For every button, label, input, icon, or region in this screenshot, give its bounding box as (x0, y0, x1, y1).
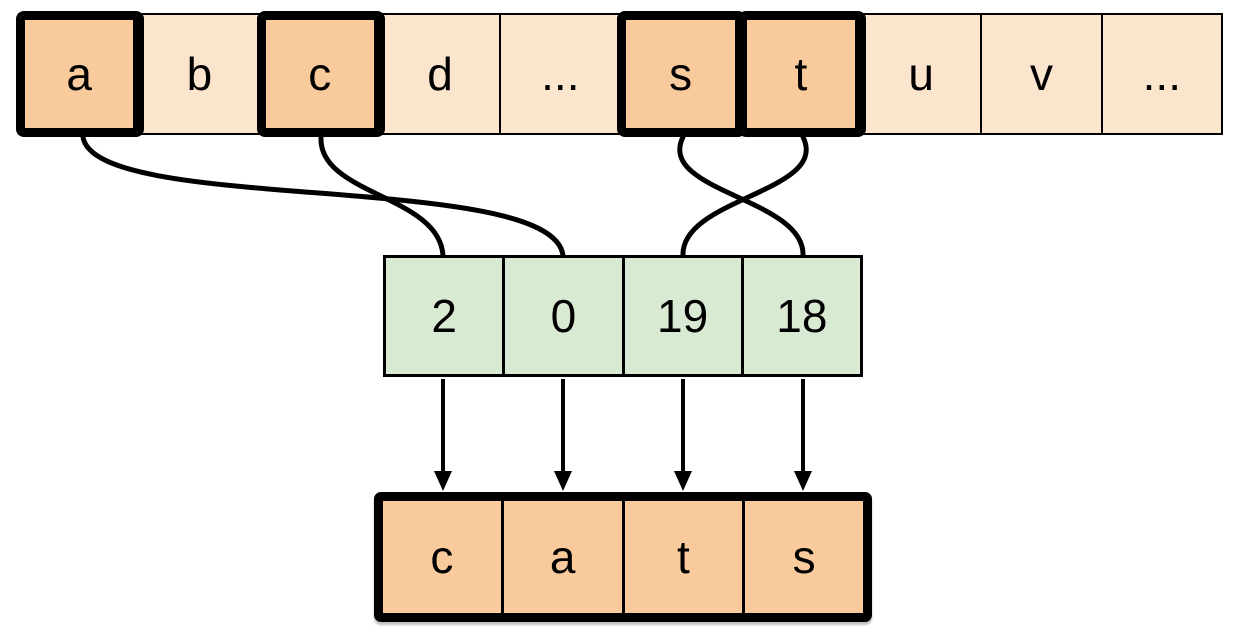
result-cell-letter: t (676, 531, 690, 583)
result-cell-2: t (624, 501, 746, 613)
index-cell-1: 0 (505, 258, 625, 374)
alphabet-cell-ellipsis-2: ... (1102, 15, 1221, 133)
result-cell-0: c (383, 501, 504, 613)
alphabet-cell-a: a (20, 15, 141, 133)
alphabet-cell-ellipsis-1: ... (501, 15, 622, 133)
alphabet-cell-b: b (140, 15, 261, 133)
alphabet-cell-label: u (908, 48, 935, 100)
index-cell-3: 18 (743, 258, 860, 374)
alphabet-cell-u: u (862, 15, 983, 133)
arrow-index-3-to-result-3 (794, 379, 812, 491)
alphabet-cell-d: d (380, 15, 502, 133)
result-cell-letter: c (430, 531, 454, 583)
arrow-index-0-to-result-0 (434, 379, 452, 491)
alphabet-cell-label: a (66, 48, 92, 100)
curve-t-to-index-19 (680, 134, 809, 259)
alphabet-cell-v: v (982, 15, 1103, 133)
alphabet-cell-c: c (260, 15, 381, 133)
alphabet-cell-label: c (308, 48, 332, 100)
result-cell-1: a (503, 501, 625, 613)
alphabet-cell-label: s (669, 48, 693, 100)
result-cell-letter: a (549, 531, 576, 583)
alphabet-cell-label: d (427, 48, 453, 100)
alphabet-cell-label: ... (1142, 48, 1181, 100)
alphabet-cell-s: s (621, 15, 742, 133)
index-cell-value: 19 (657, 290, 709, 342)
curve-s-to-index-18 (677, 134, 806, 259)
alphabet-cell-label: ... (541, 48, 580, 100)
index-cell-2: 19 (624, 258, 744, 374)
curve-a-to-index-0 (80, 134, 566, 259)
index-array: 2 0 19 18 (383, 255, 863, 377)
alphabet-array: a b c d ... s t u v ... (18, 13, 1223, 135)
arrow-index-1-to-result-1 (554, 379, 572, 491)
result-array: c a t s (374, 492, 872, 622)
index-cell-value: 2 (431, 290, 457, 342)
arrow-index-2-to-result-2 (674, 379, 692, 491)
alphabet-cell-label: t (794, 48, 808, 100)
index-cell-0: 2 (386, 258, 506, 374)
result-cell-3: s (745, 501, 863, 613)
alphabet-cell-label: v (1030, 48, 1054, 100)
index-cell-value: 0 (550, 290, 577, 342)
index-cell-value: 18 (776, 290, 828, 342)
alphabet-cell-t: t (741, 15, 863, 133)
curve-c-to-index-2 (318, 134, 446, 259)
alphabet-cell-label: b (186, 48, 213, 100)
result-cell-letter: s (792, 531, 816, 583)
